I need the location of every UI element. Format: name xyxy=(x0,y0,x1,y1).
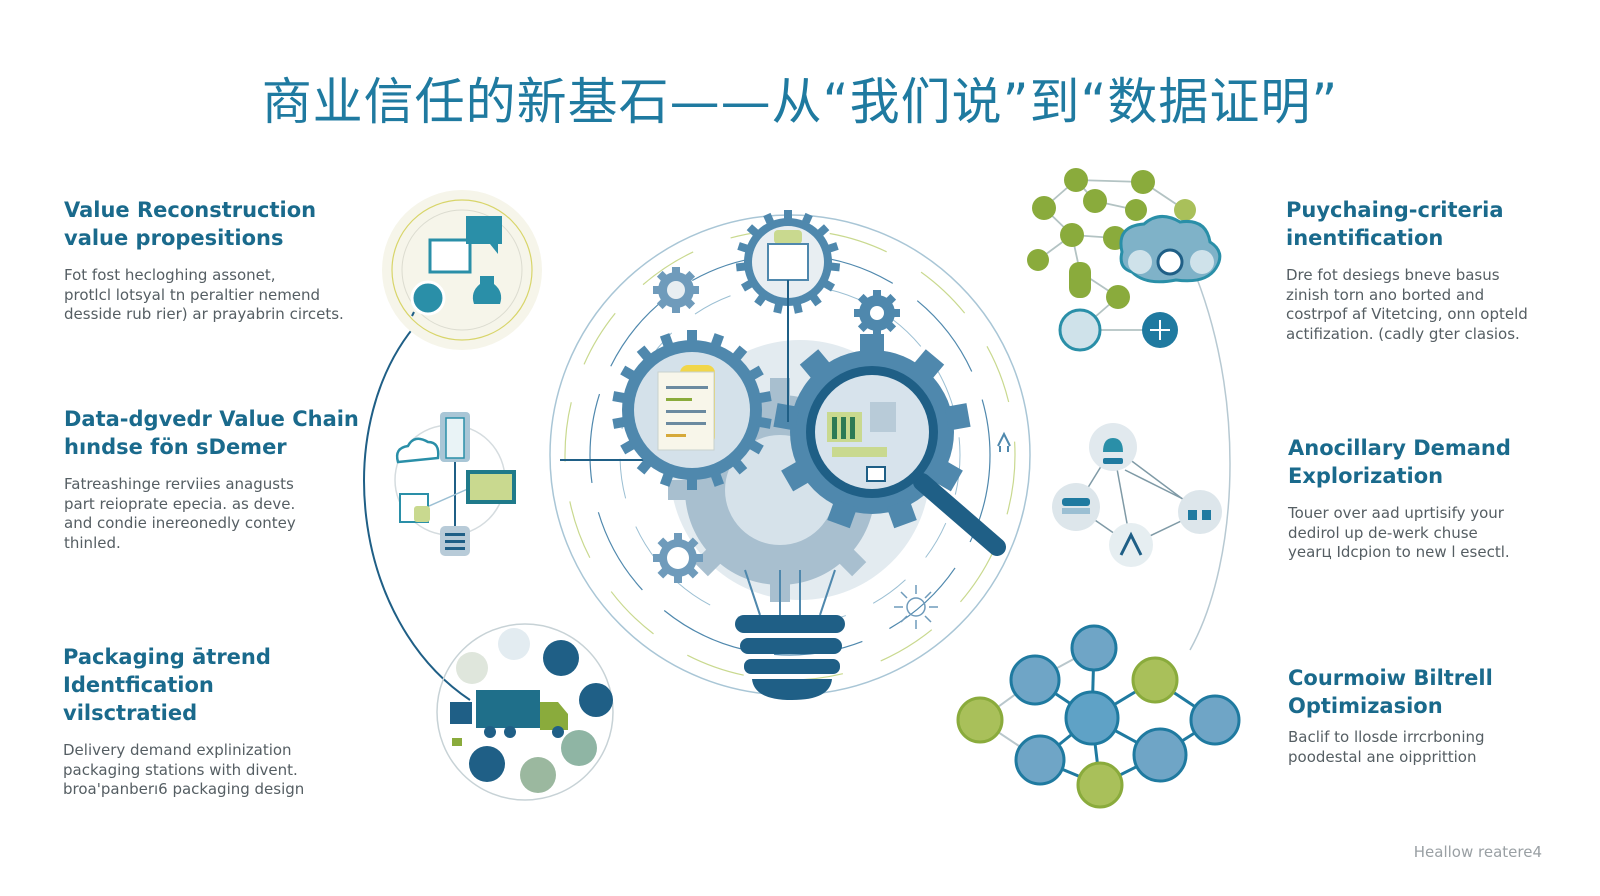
section-packaging-trend: Packaging ātrend Identfication vilsctrat… xyxy=(63,643,423,800)
section-body: Dre fot desiegs bneve basus zinish torn … xyxy=(1286,266,1528,343)
section-optimization: Courmoiw Biltrell Optimizasion Baclif to… xyxy=(1288,664,1558,767)
section-ancillary-demand: Anocillary Demand Explorization Touer ov… xyxy=(1288,434,1558,563)
section-heading: Value Reconstruction value propesitions xyxy=(64,198,317,250)
small-gear-icon xyxy=(653,533,703,583)
sun-icon xyxy=(894,585,938,629)
small-gear-icon xyxy=(854,290,900,336)
section-heading: Packaging ātrend Identfication vilsctrat… xyxy=(63,645,271,725)
section-body: Fatreashinge rerviies anagusts part reio… xyxy=(64,475,296,552)
section-heading: Data-dgvedr Value Chain hındse fön sDeme… xyxy=(64,407,359,459)
section-body: Baclif to llosde irrcrboning poodestal a… xyxy=(1288,728,1485,766)
section-body: Fot fost heclogh‌ing assonet, protlcl lo… xyxy=(64,266,344,323)
building-network-cluster-icon xyxy=(956,624,1241,809)
chat-document-cluster-icon xyxy=(382,190,542,350)
lightbulb-icon xyxy=(735,569,845,700)
small-gear-icon xyxy=(653,267,699,313)
section-body: Touer over aad uprtisify your dedirol up… xyxy=(1288,504,1510,561)
gear-document-icon xyxy=(612,330,772,490)
section-value-reconstruction: Value Reconstruction value propesitions … xyxy=(64,196,374,325)
footer-watermark: Heallow reatere4 xyxy=(1413,843,1542,861)
section-heading: Courmoiw Biltrell Optimizasion xyxy=(1288,666,1493,718)
section-purchasing-criteria: Puychaing-criteria inentification Dre fo… xyxy=(1286,196,1576,344)
printer-gear-icon xyxy=(735,210,841,422)
delivery-truck-cluster-icon xyxy=(436,623,614,801)
home-icon xyxy=(997,431,1011,452)
cloud-server-chart-cluster-icon xyxy=(394,412,516,556)
section-heading: Puychaing-criteria inentification xyxy=(1286,198,1504,250)
page-title: 商业信任的新基石——从“我们说”到“数据证明” xyxy=(261,73,1339,131)
network-cloud-cluster-icon xyxy=(1027,168,1222,352)
tools-network-cluster-icon xyxy=(1052,423,1222,567)
section-heading: Anocillary Demand Explorization xyxy=(1288,436,1511,488)
section-body: Delivery demand explinization packaging … xyxy=(63,741,305,798)
section-data-driven-value-chain: Data-dgvedr Value Chain hındse fön sDeme… xyxy=(64,405,384,553)
magnifier-gear-icon xyxy=(773,334,1006,556)
